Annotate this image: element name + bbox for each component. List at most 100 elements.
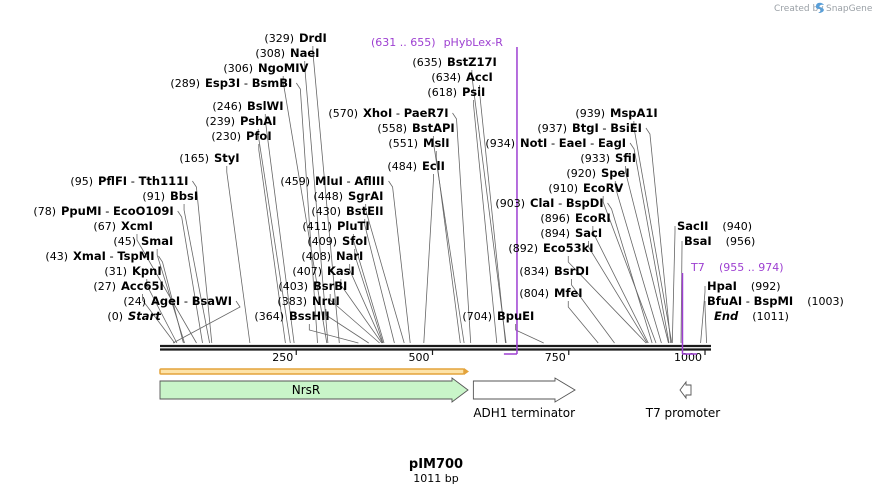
site-acc65i[interactable]: Acc65I(27) (93, 279, 163, 293)
site-name: BssHII (289, 309, 330, 323)
site-leader-line (364, 219, 395, 344)
site-position: (95) (70, 175, 93, 188)
feature-nrsr[interactable]: NrsR (159, 377, 469, 403)
site-acci[interactable]: AccI(634) (431, 70, 492, 84)
site-bbsi[interactable]: BbsI(91) (142, 189, 198, 203)
site-position: (407) (292, 265, 322, 278)
site-hpai[interactable]: HpaI(992) (707, 279, 781, 293)
site-sacii[interactable]: SacII(940) (677, 219, 752, 233)
site-label: BbsI (170, 189, 198, 203)
site-smai[interactable]: SmaI(45) (113, 234, 173, 248)
site-label: HpaI (707, 279, 737, 293)
site-bsteii[interactable]: BstEII (430) (311, 204, 383, 218)
feature-arrow (472, 377, 576, 403)
site-position: (411) (302, 220, 332, 233)
site-ecorv[interactable]: EcoRV(910) (548, 181, 623, 195)
site-nrui[interactable]: NruI(383) (277, 294, 339, 308)
site-xcmi[interactable]: XcmI(67) (93, 219, 153, 233)
site-pshai[interactable]: PshAI(239) (205, 114, 276, 128)
site-alt-name: BsmBI (252, 76, 293, 90)
site-leader-line (671, 226, 676, 344)
site-name: PluTI (337, 219, 370, 233)
site-position: (920) (566, 167, 596, 180)
site-position: (24) (123, 295, 146, 308)
site-start[interactable]: Start(0) (107, 309, 161, 323)
site-alt-name: TspMI (117, 249, 154, 263)
site-position: (329) (264, 32, 294, 45)
site-name: BslWI (247, 99, 284, 113)
site-drdi[interactable]: DrdI(329) (264, 31, 326, 45)
primer-t7[interactable]: T7(955 .. 974) (681, 261, 784, 355)
site-bsshii[interactable]: BssHII(364) (254, 309, 329, 323)
site-sfii[interactable]: SfiI(933) (580, 151, 636, 165)
site-name: SacI (575, 226, 602, 240)
site-leader-line (704, 301, 707, 344)
site-label: PflFI - Tth111I (98, 174, 188, 188)
site-btgi[interactable]: BtgI - BsiEI(937) (537, 121, 642, 135)
site-name: AccI (466, 70, 493, 84)
site-leader-line (567, 301, 599, 344)
site-saci[interactable]: SacI(894) (540, 226, 602, 240)
site-leader-line (226, 166, 251, 344)
feature-t7-promoter[interactable]: T7 promoter (645, 380, 721, 420)
primer-label: (631 .. 655)pHybLex-R (371, 36, 503, 49)
site-styi[interactable]: StyI(165) (179, 151, 239, 165)
site-sfoi[interactable]: SfoI(409) (307, 234, 367, 248)
site-xhoi[interactable]: XhoI - PaeR7I(570) (328, 106, 448, 120)
site-naei[interactable]: NaeI(308) (255, 46, 319, 60)
site-mfei[interactable]: MfeI(804) (519, 286, 582, 300)
site-leader-line (571, 279, 615, 344)
site-leader-line (340, 279, 383, 344)
site-mlui[interactable]: MluI - AflIII(459) (280, 174, 384, 188)
site-kpni[interactable]: KpnI(31) (104, 264, 161, 278)
site-ppumi[interactable]: PpuMI - EcoO109I(78) (33, 204, 173, 218)
site-position: (804) (519, 287, 549, 300)
site-pfoi[interactable]: PfoI(230) (211, 129, 271, 143)
site-kasi[interactable]: KasI(407) (292, 264, 354, 278)
site-bstapi[interactable]: BstAPI(558) (377, 121, 454, 135)
primer-phyblex-r[interactable]: (631 .. 655)pHybLex-R (371, 36, 518, 355)
site-bfuai[interactable]: BfuAI - BspMI(1003) (707, 294, 844, 308)
site-separator: - (240, 76, 251, 90)
site-ecli[interactable]: EclI(484) (387, 159, 445, 173)
site-separator: - (547, 136, 558, 150)
site-name: BtgI (572, 121, 599, 135)
site-bsrbi[interactable]: BsrBI(403) (278, 279, 347, 293)
site-position: (430) (311, 205, 341, 218)
site-bstz17i[interactable]: BstZ17I(635) (412, 55, 496, 69)
site-position: (1003) (807, 295, 844, 308)
site-bpuei[interactable]: BpuEI(704) (462, 309, 534, 323)
site-name: BstEII (346, 204, 384, 218)
site-name: BsrDI (554, 264, 589, 278)
site-position: (940) (722, 220, 752, 233)
site-end[interactable]: End(1011) (714, 309, 789, 323)
site-name: BsrBI (313, 279, 347, 293)
site-esp3i[interactable]: Esp3I - BsmBI(289) (170, 76, 292, 90)
site-bsai[interactable]: BsaI(956) (684, 234, 755, 248)
site-pflfi[interactable]: PflFI - Tth111I (95) (70, 174, 188, 188)
site-leader-line (588, 241, 648, 344)
site-alt-name: PaeR7I (404, 106, 449, 120)
site-xmai[interactable]: XmaI - TspMI(43) (45, 249, 154, 263)
site-bsrdi[interactable]: BsrDI(834) (519, 264, 589, 278)
site-pluti[interactable]: PluTI (411) (302, 219, 369, 233)
site-sgrai[interactable]: SgrAI(448) (313, 189, 383, 203)
site-ngomiv[interactable]: NgoMIV(306) (223, 61, 308, 75)
site-agei[interactable]: AgeI - BsaWI(24) (123, 294, 232, 308)
site-separator: - (106, 249, 117, 263)
site-clai[interactable]: ClaI - BspDI(903) (495, 196, 603, 210)
site-psii[interactable]: PsiI(618) (427, 85, 485, 99)
site-leader-line (156, 249, 185, 344)
site-msli[interactable]: MslI(551) (388, 136, 449, 150)
site-ecori[interactable]: EcoRI(896) (540, 211, 610, 225)
site-nari[interactable]: NarI(408) (301, 249, 363, 263)
feature-adh1-terminator[interactable]: ADH1 terminator (472, 377, 576, 420)
site-mspa1i[interactable]: MspA1I(939) (575, 106, 657, 120)
site-name: MluI (315, 174, 343, 188)
site-spei[interactable]: SpeI(920) (566, 166, 629, 180)
site-eco53ki[interactable]: Eco53kI(892) (508, 241, 593, 255)
site-label: BstZ17I (447, 55, 497, 69)
site-noti[interactable]: NotI - EaeI - EagI(934) (485, 136, 626, 150)
site-bslwi[interactable]: BslWI(246) (212, 99, 283, 113)
site-label: End (714, 309, 739, 323)
